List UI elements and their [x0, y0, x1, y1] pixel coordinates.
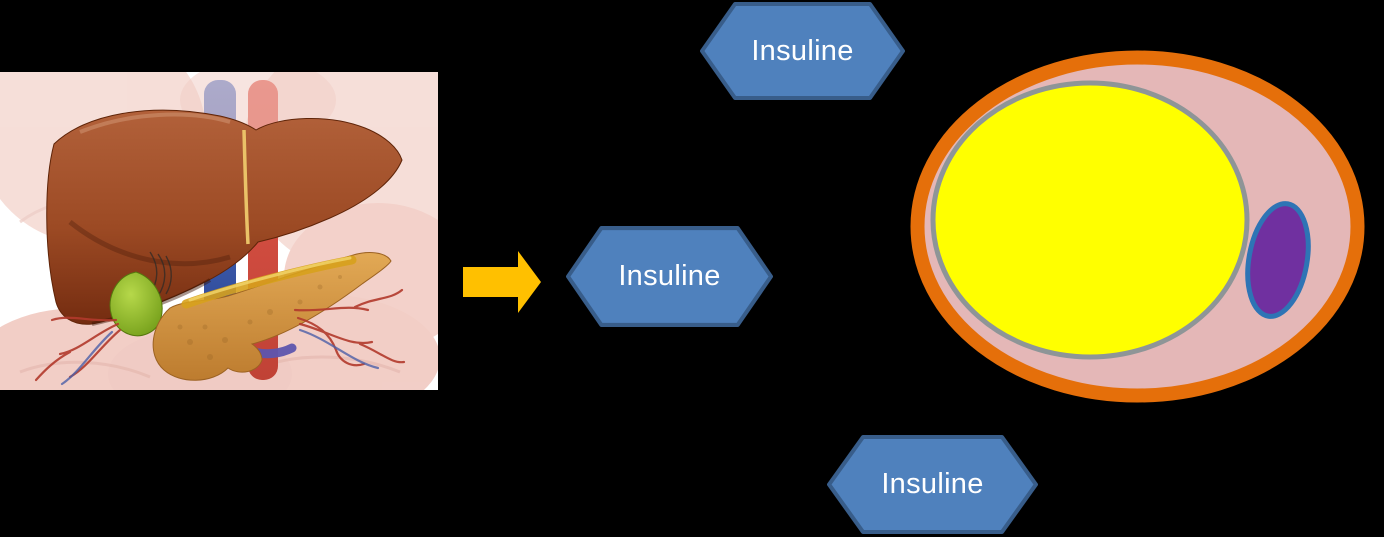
insulin-hexagon-bottom: Insuline [827, 435, 1038, 534]
hexagon-label: Insuline [618, 260, 721, 292]
hexagon-label: Insuline [881, 468, 984, 500]
insulin-hexagon-top: Insuline [700, 2, 905, 100]
mesenteric-vessels [34, 288, 406, 386]
hexagon-label: Insuline [751, 34, 854, 67]
anatomy-illustration [0, 72, 438, 390]
hexagon-shape [700, 2, 905, 100]
liver [46, 109, 403, 326]
right-arrow-icon [463, 251, 541, 313]
fat-cell-diagram [910, 50, 1365, 403]
insulin-hexagon-middle: Insuline [566, 226, 773, 327]
liver-pancreas-image [0, 72, 438, 390]
hexagon-shape [827, 435, 1038, 534]
hexagon-shape [566, 226, 773, 327]
falciform-ligament [242, 129, 250, 245]
cell-nucleus [1245, 201, 1311, 319]
pancreas [152, 252, 392, 381]
gallbladder [109, 271, 163, 337]
right-arrow-shape [463, 251, 541, 313]
lipid-droplet [930, 80, 1250, 360]
